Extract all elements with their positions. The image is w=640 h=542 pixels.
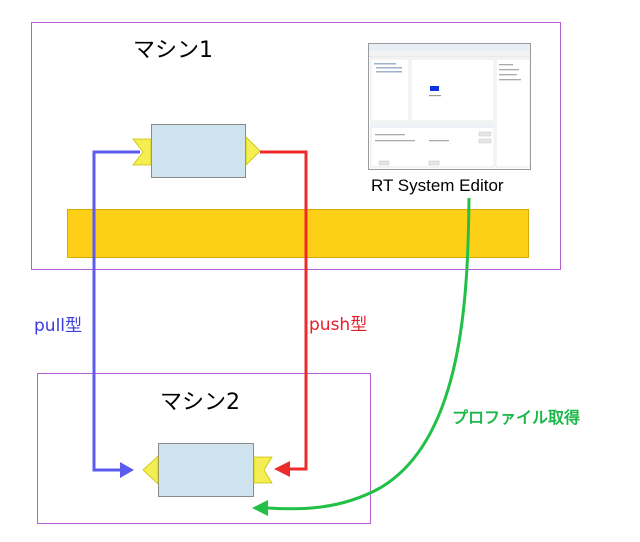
rt-system-editor-screenshot: [368, 43, 531, 170]
pull-connection-line: [92, 150, 140, 472]
push-connection-line: [260, 150, 308, 471]
profile-connection-curve: [267, 197, 471, 511]
machine2-label: マシン2: [160, 390, 240, 415]
comp2-in-port: [142, 455, 159, 485]
profile-acquire-label: プロファイル取得: [452, 408, 581, 427]
profile-arrowhead: [252, 500, 268, 516]
machine1-box: [31, 22, 561, 270]
push-arrowhead: [274, 461, 290, 477]
machine2-box: [37, 373, 371, 524]
rt-component-2: [158, 443, 254, 497]
comp1-out-port: [245, 136, 261, 166]
comp1-in-port: [132, 138, 152, 166]
rt-system-editor-caption: RT System Editor: [371, 176, 504, 195]
pull-type-label: pull型: [34, 316, 83, 336]
editor-thumbnail-image: [369, 44, 530, 168]
comp2-out-port: [253, 456, 273, 484]
pull-arrowhead: [120, 462, 134, 478]
push-type-label: push型: [309, 315, 368, 335]
machine1-label: マシン1: [133, 38, 213, 63]
bus-bar: [67, 209, 529, 258]
rt-component-1: [151, 124, 246, 178]
